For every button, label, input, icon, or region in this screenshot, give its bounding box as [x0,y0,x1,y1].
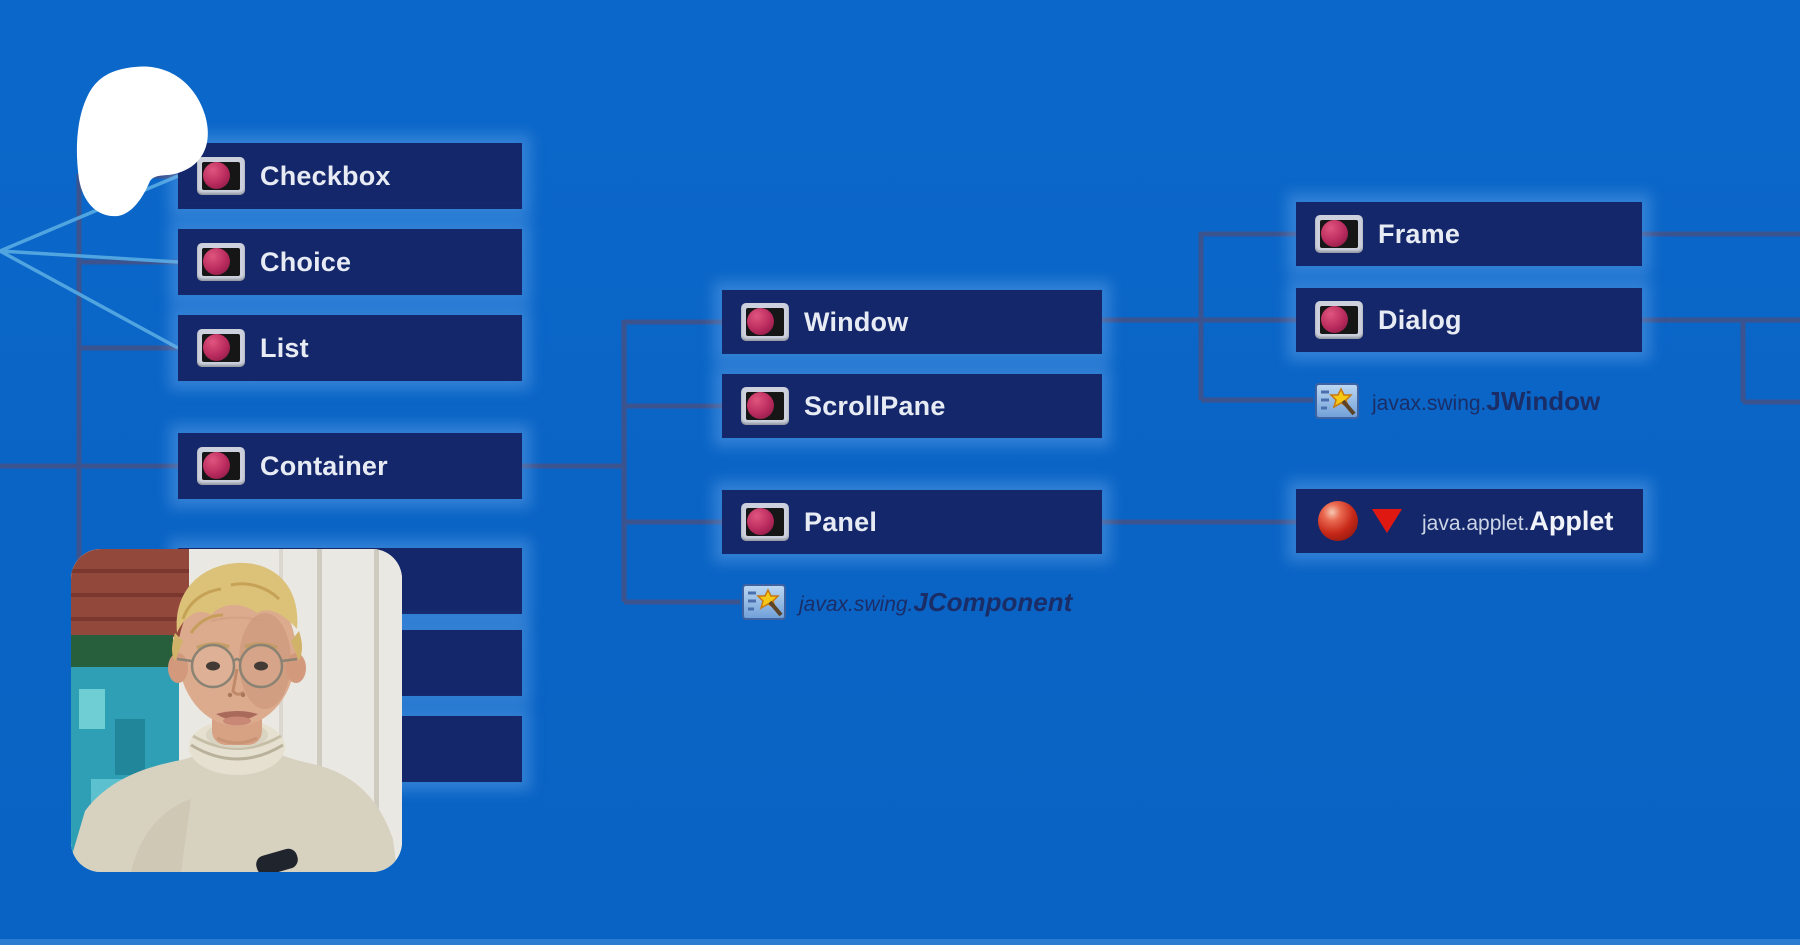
node-label: Window [804,306,909,337]
applet-tomato-icon [1318,501,1358,541]
component-icon [197,447,245,485]
node-label: Choice [260,246,352,277]
node-label: Frame [1378,218,1461,249]
label-jcomponent: javax.swing.JComponent [742,583,1072,621]
package-name: java.applet. [1422,511,1530,535]
node-label: Dialog [1378,304,1462,335]
label-jwindow: javax.swing.JWindow [1315,382,1600,420]
class-name: JWindow [1486,385,1601,416]
component-icon [197,157,245,195]
component-icon [197,329,245,367]
component-icon [741,303,789,341]
node-label: List [260,332,309,363]
node-dialog: Dialog [1296,288,1642,352]
pointer-highlight-lines [0,174,179,350]
component-icon [741,503,789,541]
component-icon [1315,301,1363,339]
node-label: Checkbox [260,160,391,191]
node-frame: Frame [1296,202,1642,266]
node-checkbox: Checkbox [178,143,522,209]
bottom-strip [0,939,1800,945]
node-panel: Panel [722,490,1102,554]
class-name: JComponent [913,586,1073,617]
component-icon [197,243,245,281]
node-choice: Choice [178,229,522,295]
highlight-blob [72,63,214,221]
presenter-portrait [71,549,402,872]
swing-icon [1315,383,1359,419]
package-name: javax.swing. [1372,391,1487,415]
node-list: List [178,315,522,381]
component-icon [1315,215,1363,253]
node-applet: java.applet.Applet [1296,489,1643,553]
node-label: ScrollPane [804,390,946,421]
component-icon [741,387,789,425]
node-container: Container [178,433,522,499]
red-triangle-icon [1372,509,1402,533]
node-scrollpane: ScrollPane [722,374,1102,438]
node-label: Panel [804,506,878,537]
package-name: javax.swing. [799,592,914,616]
swing-icon [742,584,786,620]
hierarchy-connectors [0,173,1800,760]
node-label: Container [260,450,388,481]
webcam-overlay [71,549,402,872]
node-window: Window [722,290,1102,354]
class-name: Applet [1529,505,1614,536]
